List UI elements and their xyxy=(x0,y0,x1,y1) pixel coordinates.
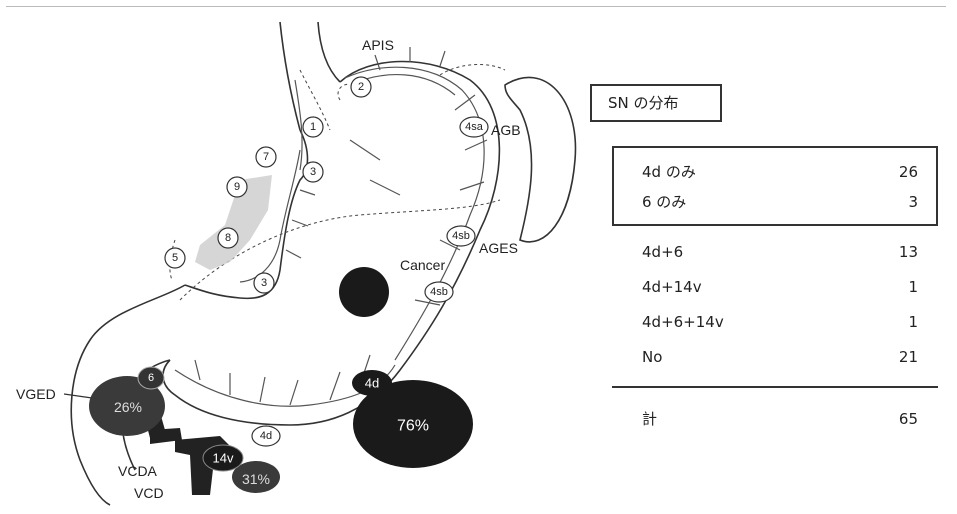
station-label: 9 xyxy=(234,181,240,193)
spleen xyxy=(504,76,577,243)
row-name: 6 のみ xyxy=(642,193,687,211)
total-name: 計 xyxy=(642,410,658,428)
table-row: 4d+6 13 xyxy=(642,240,918,264)
esophagus-left xyxy=(279,21,301,131)
table-row: 4d+14v 1 xyxy=(642,275,918,299)
row-value: 13 xyxy=(898,243,918,261)
station-2 xyxy=(350,76,372,98)
sn-distribution-title: SN の分布 xyxy=(590,84,722,122)
station-label: 8 xyxy=(225,232,231,244)
total-row: 計 65 xyxy=(642,407,918,431)
row-value: 1 xyxy=(908,313,918,331)
esophagus-right xyxy=(317,21,341,83)
row-name: 4d+14v xyxy=(642,278,702,296)
pct-4d: 76% xyxy=(397,418,429,435)
label-vged: VGED xyxy=(16,386,56,402)
station-5 xyxy=(164,247,186,269)
node-6-badge xyxy=(137,366,165,390)
station-label: 5 xyxy=(172,252,178,264)
cancer-lesion xyxy=(339,267,389,317)
node-4sa xyxy=(459,116,489,138)
station-label: 3 xyxy=(310,166,316,178)
table-row: No 21 xyxy=(642,345,918,369)
label-cancer: Cancer xyxy=(400,257,445,273)
duodenum-outer xyxy=(70,284,186,506)
node-label-4d-big: 4d xyxy=(365,376,379,391)
node-4sb-lower xyxy=(424,281,454,303)
station-label: 3 xyxy=(261,277,267,289)
station-1 xyxy=(302,116,324,138)
node-14v-percent xyxy=(232,461,280,493)
station-label: 6 xyxy=(148,372,154,384)
row-value: 26 xyxy=(898,163,918,181)
node-label-4sb: 4sb xyxy=(430,286,448,298)
stomach-lymph-diagram: 1 2 3 3 5 7 8 9 6 4sa 4sb 4sb 4d 4d 14v … xyxy=(16,21,577,506)
node-4sb-upper xyxy=(446,225,476,247)
figure-frame xyxy=(6,6,946,507)
table-row: 4d+6+14v 1 xyxy=(642,310,918,334)
row-value: 1 xyxy=(908,278,918,296)
label-vcda: VCDA xyxy=(118,463,158,479)
station-label: 7 xyxy=(263,151,269,163)
node-6-percent xyxy=(89,376,165,436)
row-value: 21 xyxy=(898,348,918,366)
node-4d-badge xyxy=(352,370,392,396)
row-value: 3 xyxy=(908,193,918,211)
station-3-upper xyxy=(302,161,324,183)
station-8 xyxy=(217,227,239,249)
row-name: 4d のみ xyxy=(642,163,696,181)
stomach-greater-curvature xyxy=(162,60,501,426)
label-apis: APIS xyxy=(362,37,394,53)
row-name: 4d+6+14v xyxy=(642,313,724,331)
pct-6: 26% xyxy=(114,399,142,415)
highlight-box xyxy=(612,146,938,226)
station-9 xyxy=(226,176,248,198)
row-name: 4d+6 xyxy=(642,243,684,261)
total-value: 65 xyxy=(898,410,918,428)
label-ages: AGES xyxy=(479,240,518,256)
node-label-4sb: 4sb xyxy=(452,230,470,242)
label-agb: AGB xyxy=(491,122,521,138)
row-name: No xyxy=(642,348,663,366)
node-4d-small xyxy=(251,425,281,447)
node-label-4sa: 4sa xyxy=(465,121,484,133)
pct-14v: 31% xyxy=(242,471,270,487)
label-vcd: VCD xyxy=(134,485,164,501)
total-divider xyxy=(612,386,938,388)
table-row: 6 のみ 3 xyxy=(642,190,918,214)
node-4d-large xyxy=(353,380,473,468)
station-label: 2 xyxy=(358,81,364,93)
node-label-14v: 14v xyxy=(213,451,234,466)
station-7 xyxy=(255,146,277,168)
station-label: 1 xyxy=(310,121,316,133)
node-label-4d: 4d xyxy=(260,430,272,442)
table-row: 4d のみ 26 xyxy=(642,160,918,184)
station-3-lower xyxy=(253,272,275,294)
node-14v-badge xyxy=(202,444,244,472)
